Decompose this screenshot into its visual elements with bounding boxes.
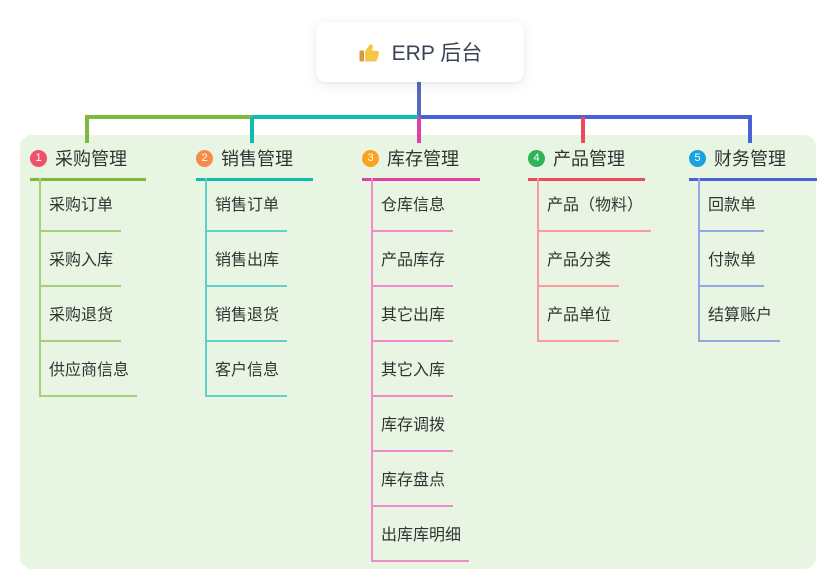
sub-node-label[interactable]: 其它出库: [371, 305, 454, 342]
sub-node-label[interactable]: 产品（物料）: [537, 195, 652, 232]
tree-line: [537, 178, 539, 341]
branch-purchase: 1 采购管理 采购订单 采购入库 采购退货 供应商信息: [30, 146, 146, 397]
rail-segment-finance: [419, 115, 752, 119]
sub-node: 出库库明细: [371, 525, 480, 562]
sub-node: 仓库信息: [371, 195, 480, 232]
drop-line-inventory: [417, 117, 421, 143]
sub-node: 销售出库: [205, 250, 313, 287]
sub-node-label[interactable]: 销售出库: [205, 250, 288, 287]
sub-node: 结算账户: [698, 305, 817, 342]
sub-node-label[interactable]: 客户信息: [205, 360, 288, 397]
branch-title: 库存管理: [387, 149, 459, 169]
sub-node-label[interactable]: 供应商信息: [39, 360, 138, 397]
sub-node-label[interactable]: 采购退货: [39, 305, 122, 342]
branch-product: 4 产品管理 产品（物料） 产品分类 产品单位: [528, 146, 652, 342]
sub-node: 其它出库: [371, 305, 480, 342]
branch-number-badge: 3: [362, 149, 379, 167]
branch-children: 产品（物料） 产品分类 产品单位: [528, 178, 652, 342]
mindmap-background-panel: [20, 135, 816, 569]
branch-number-badge: 4: [528, 149, 545, 167]
root-node-erp[interactable]: ERP 后台: [316, 22, 524, 82]
sub-node: 产品（物料）: [537, 195, 652, 232]
sub-node: 采购退货: [39, 305, 146, 342]
sub-node: 销售退货: [205, 305, 313, 342]
sub-node: 销售订单: [205, 195, 313, 232]
sub-node: 产品分类: [537, 250, 645, 287]
sub-node: 付款单: [698, 250, 817, 287]
sub-node-label[interactable]: 采购订单: [39, 195, 122, 232]
root-connector-line: [417, 82, 421, 117]
branch-number-badge: 5: [689, 149, 706, 167]
branch-inventory: 3 库存管理 仓库信息 产品库存 其它出库 其它入库 库存调拨 库存盘点 出库库…: [362, 146, 480, 562]
branch-node-finance[interactable]: 5 财务管理: [689, 146, 817, 181]
branch-node-inventory[interactable]: 3 库存管理: [362, 146, 480, 181]
sub-node-label[interactable]: 结算账户: [698, 305, 781, 342]
drop-line-purchase: [85, 117, 89, 143]
branch-number-badge: 2: [196, 149, 213, 167]
sub-node-label[interactable]: 回款单: [698, 195, 765, 232]
sub-node: 采购订单: [39, 195, 146, 232]
sub-node-label[interactable]: 出库库明细: [371, 525, 470, 562]
branch-node-sales[interactable]: 2 销售管理: [196, 146, 313, 181]
sub-node-label[interactable]: 产品库存: [371, 250, 454, 287]
branch-title: 财务管理: [714, 149, 786, 169]
branch-sales: 2 销售管理 销售订单 销售出库 销售退货 客户信息: [196, 146, 313, 397]
drop-line-finance: [748, 117, 752, 143]
sub-node-label[interactable]: 销售订单: [205, 195, 288, 232]
sub-node: 客户信息: [205, 360, 313, 397]
sub-node-label[interactable]: 付款单: [698, 250, 765, 287]
branch-node-purchase[interactable]: 1 采购管理: [30, 146, 146, 181]
sub-node-label[interactable]: 销售退货: [205, 305, 288, 342]
sub-node-label[interactable]: 产品分类: [537, 250, 620, 287]
branch-finance: 5 财务管理 回款单 付款单 结算账户: [689, 146, 817, 342]
branch-node-product[interactable]: 4 产品管理: [528, 146, 645, 181]
root-title: ERP 后台: [391, 42, 483, 65]
sub-node: 产品库存: [371, 250, 480, 287]
drop-line-product: [581, 117, 585, 143]
sub-node: 回款单: [698, 195, 817, 232]
branch-title: 销售管理: [221, 149, 293, 169]
tree-line: [39, 178, 41, 396]
tree-line: [698, 178, 700, 341]
sub-node: 库存调拨: [371, 415, 480, 452]
sub-node-label[interactable]: 库存调拨: [371, 415, 454, 452]
sub-node: 产品单位: [537, 305, 645, 342]
thumbs-up-icon: [358, 40, 382, 64]
branch-children: 销售订单 销售出库 销售退货 客户信息: [196, 178, 313, 397]
sub-node: 采购入库: [39, 250, 146, 287]
sub-node-label[interactable]: 采购入库: [39, 250, 122, 287]
rail-segment-sales: [252, 115, 419, 119]
branch-title: 产品管理: [553, 149, 625, 169]
branch-title: 采购管理: [55, 149, 127, 169]
branch-children: 采购订单 采购入库 采购退货 供应商信息: [30, 178, 146, 397]
sub-node: 供应商信息: [39, 360, 146, 397]
branch-children: 仓库信息 产品库存 其它出库 其它入库 库存调拨 库存盘点 出库库明细: [362, 178, 480, 562]
sub-node-label[interactable]: 其它入库: [371, 360, 454, 397]
drop-line-sales: [250, 117, 254, 143]
sub-node: 其它入库: [371, 360, 480, 397]
branch-children: 回款单 付款单 结算账户: [689, 178, 817, 342]
rail-segment-purchase: [85, 115, 252, 119]
sub-node: 库存盘点: [371, 470, 480, 507]
tree-line: [371, 178, 373, 561]
branch-number-badge: 1: [30, 149, 47, 167]
tree-line: [205, 178, 207, 396]
sub-node-label[interactable]: 库存盘点: [371, 470, 454, 507]
sub-node-label[interactable]: 产品单位: [537, 305, 620, 342]
sub-node-label[interactable]: 仓库信息: [371, 195, 454, 232]
